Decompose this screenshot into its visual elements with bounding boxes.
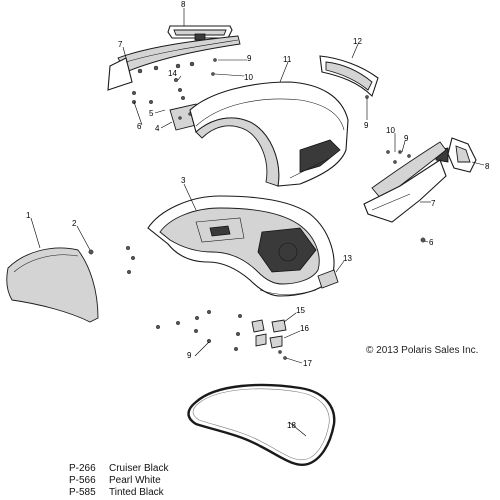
part-12-hinge — [319, 55, 379, 99]
callout-7-top: 7 — [118, 40, 123, 49]
callout-3: 3 — [181, 176, 186, 185]
callout-4: 4 — [155, 124, 160, 133]
callout-8-top: 8 — [181, 0, 186, 9]
legend-row: P-566 Pearl White — [69, 475, 168, 487]
part-3-trunk-base — [147, 195, 335, 297]
callout-8-right: 8 — [485, 162, 490, 171]
callout-9-right: 9 — [404, 134, 409, 143]
legend-color-name: Cruiser Black — [109, 463, 169, 474]
copyright-notice: © 2013 Polaris Sales Inc. — [366, 345, 479, 356]
legend-code: P-585 — [69, 487, 96, 498]
part-13-latch — [317, 269, 339, 289]
callout-2: 2 — [72, 219, 77, 228]
callout-12: 12 — [353, 37, 362, 46]
parts-15-16-17-brackets — [251, 319, 287, 360]
callout-9-bottom: 9 — [187, 351, 192, 360]
part-18-seal — [187, 383, 336, 466]
leader-lines — [30, 8, 485, 437]
part-8-light-right — [435, 137, 477, 173]
callout-18: 18 — [287, 421, 296, 430]
callout-10-right: 10 — [386, 126, 395, 135]
legend-row: P-585 Tinted Black — [69, 487, 168, 499]
callout-numbers: 8 7 9 10 11 12 14 5 6 4 9 10 9 8 7 6 3 1… — [26, 0, 490, 430]
callout-15: 15 — [296, 306, 305, 315]
callout-9-mid: 9 — [364, 121, 369, 130]
part-7-trim-top — [107, 35, 241, 91]
callout-10-top: 10 — [244, 73, 253, 82]
callout-7-right: 7 — [431, 199, 436, 208]
callout-17: 17 — [303, 359, 312, 368]
part-11-lid — [189, 81, 349, 187]
legend-color-name: Tinted Black — [109, 487, 164, 498]
callout-16: 16 — [300, 324, 309, 333]
callout-6-right: 6 — [429, 238, 434, 247]
part-7-trim-right — [363, 141, 447, 223]
legend-row: P-266 Cruiser Black — [69, 463, 168, 475]
color-legend: P-266 Cruiser Black P-566 Pearl White P-58… — [69, 463, 168, 499]
hardware-cluster-left — [88, 245, 135, 275]
callout-5: 5 — [149, 109, 154, 118]
callout-13: 13 — [343, 254, 352, 263]
callout-9-top: 9 — [247, 54, 252, 63]
callout-11: 11 — [283, 55, 292, 64]
callout-14: 14 — [168, 69, 177, 78]
callout-1: 1 — [26, 211, 31, 220]
callout-6-top: 6 — [137, 122, 142, 131]
hardware-cluster-bottom — [155, 310, 242, 352]
legend-code: P-566 — [69, 475, 96, 486]
legend-color-name: Pearl White — [109, 475, 161, 486]
hardware-cluster-top — [131, 58, 217, 104]
part-1-shell — [6, 247, 99, 323]
legend-code: P-266 — [69, 463, 96, 474]
